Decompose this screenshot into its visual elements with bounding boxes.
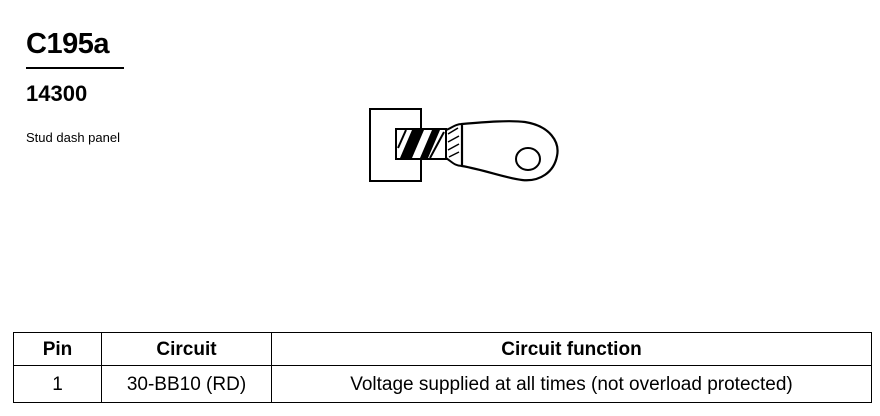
connector-id-underline bbox=[26, 67, 124, 69]
terminal-crimp-barrel bbox=[395, 128, 447, 160]
part-number: 14300 bbox=[26, 81, 88, 106]
connector-location: Stud dash panel bbox=[26, 130, 120, 145]
table-row: 1 30-BB10 (RD) Voltage supplied at all t… bbox=[13, 365, 872, 403]
terminal-stud-hole bbox=[515, 147, 541, 171]
ring-terminal-diagram bbox=[369, 108, 559, 182]
header-pin: Pin bbox=[13, 332, 102, 366]
terminal-ring-tongue bbox=[460, 120, 559, 182]
cell-pin: 1 bbox=[13, 365, 102, 403]
connector-id: C195a bbox=[26, 28, 109, 60]
pin-table: Pin Circuit Circuit function 1 30-BB10 (… bbox=[13, 332, 872, 403]
table-header-row: Pin Circuit Circuit function bbox=[13, 332, 872, 366]
cell-circuit-function: Voltage supplied at all times (not overl… bbox=[271, 365, 872, 403]
header-circuit-function: Circuit function bbox=[271, 332, 872, 366]
header-circuit: Circuit bbox=[101, 332, 272, 366]
cell-circuit: 30-BB10 (RD) bbox=[101, 365, 272, 403]
